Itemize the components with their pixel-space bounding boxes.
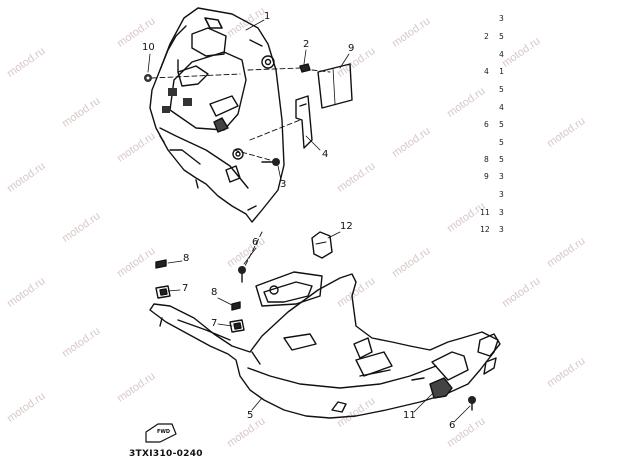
side-number: 3 [499, 208, 504, 217]
bracket-part-12 [311, 231, 333, 259]
side-number: 11 [480, 208, 490, 217]
side-number: 4 [499, 103, 504, 112]
side-number: 4 [484, 67, 489, 76]
nut-7-upper [155, 285, 171, 299]
side-number: 5 [499, 120, 504, 129]
screw-2 [299, 63, 311, 73]
side-number: 12 [480, 225, 490, 234]
rivet-8-upper [155, 259, 167, 269]
callout-9: 9 [348, 43, 355, 54]
callout-11: 11 [403, 410, 416, 421]
callout-7-upper: 7 [182, 283, 189, 294]
side-number: 5 [499, 85, 504, 94]
side-number: 5 [499, 138, 504, 147]
callout-8-upper: 8 [183, 253, 190, 264]
side-number: 3 [499, 172, 504, 181]
callout-3: 3 [280, 179, 287, 190]
callout-6-lower: 6 [449, 420, 456, 431]
callout-1: 1 [264, 11, 271, 22]
side-number: 5 [499, 32, 504, 41]
callout-2: 2 [303, 39, 310, 50]
clip-part-11 [429, 377, 453, 399]
callout-7-lower: 7 [211, 318, 218, 329]
callout-4: 4 [322, 149, 329, 160]
side-number: 6 [484, 120, 489, 129]
callout-10: 10 [142, 42, 155, 53]
callout-5: 5 [247, 410, 254, 421]
side-number: 5 [499, 155, 504, 164]
side-number: 3 [499, 225, 504, 234]
front-cover-part [149, 7, 285, 223]
bracket-part [295, 95, 313, 149]
footrest-cover-part [149, 271, 501, 419]
bolt-6-lower [468, 396, 476, 411]
forward-arrow-icon [145, 423, 177, 443]
diagram-code: 3TXI310-0240 [129, 449, 203, 459]
callout-8-lower: 8 [211, 287, 218, 298]
side-number: 4 [499, 50, 504, 59]
rivet-8-lower [231, 301, 241, 311]
leader-lines [147, 19, 471, 423]
side-number: 2 [484, 32, 489, 41]
side-number: 1 [499, 67, 504, 76]
screw-3 [261, 158, 280, 166]
side-number: 3 [499, 14, 504, 23]
callout-12: 12 [340, 221, 353, 232]
forward-marker-label: FWD [157, 429, 171, 435]
bolt-6-upper [238, 266, 246, 283]
assembly-lines [151, 67, 331, 269]
nut-7-lower [229, 319, 245, 333]
side-number: 8 [484, 155, 489, 164]
panel-part [317, 63, 353, 109]
nut-10 [144, 74, 152, 82]
callout-6-upper: 6 [252, 237, 259, 248]
side-number: 3 [499, 190, 504, 199]
side-number: 9 [484, 172, 489, 181]
